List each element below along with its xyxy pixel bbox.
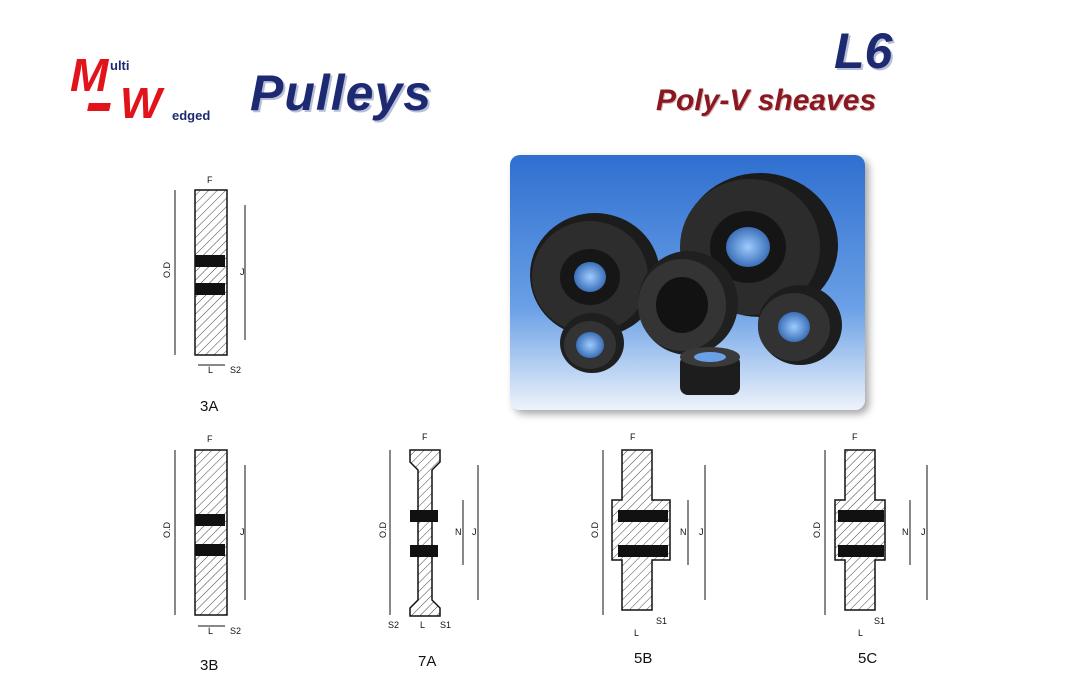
svg-text:J: J: [921, 527, 926, 537]
label-7a: 7A: [418, 653, 437, 670]
svg-text:F: F: [422, 432, 428, 442]
drawing-5b: F O.D N J S1 L: [590, 432, 706, 638]
svg-text:S1: S1: [440, 620, 451, 630]
svg-text:S2: S2: [388, 620, 399, 630]
svg-text:N: N: [902, 527, 909, 537]
drawing-7a: F O.D N J S2 L S1: [378, 432, 479, 630]
svg-text:F: F: [207, 434, 213, 444]
svg-text:N: N: [455, 527, 462, 537]
svg-text:L: L: [634, 628, 639, 638]
logo-wedged-text: edged: [172, 108, 211, 123]
label-3b: 3B: [200, 657, 219, 674]
logo-m-letter: M: [70, 49, 109, 101]
svg-text:J: J: [699, 527, 704, 537]
label-3a: 3A: [200, 398, 219, 415]
drawing-3a: F O.D J L S2: [162, 175, 246, 375]
svg-text:F: F: [852, 432, 858, 442]
dim-f: F: [207, 175, 213, 185]
svg-text:O.D: O.D: [590, 521, 600, 538]
drawing-5c: F O.D N J S1 L: [812, 432, 928, 638]
product-photo: [510, 155, 865, 410]
svg-text:S1: S1: [656, 616, 667, 626]
page-title: Pulleys: [250, 65, 433, 121]
series-code: L6: [834, 23, 893, 79]
label-5c: 5C: [858, 650, 878, 667]
label-5b: 5B: [634, 650, 653, 667]
svg-text:F: F: [630, 432, 636, 442]
svg-text:O.D: O.D: [378, 521, 388, 538]
svg-text:S2: S2: [230, 626, 241, 636]
svg-text:L: L: [208, 626, 213, 636]
drawing-3b: F O.D J L S2: [162, 434, 246, 636]
svg-text:O.D: O.D: [812, 521, 822, 538]
logo-w-letter: W: [120, 79, 162, 128]
svg-text:N: N: [680, 527, 687, 537]
dim-l: L: [208, 365, 213, 375]
dim-j: J: [240, 267, 245, 277]
dim-od: O.D: [162, 261, 172, 278]
svg-text:J: J: [240, 527, 245, 537]
svg-text:J: J: [472, 527, 477, 537]
logo-multi-text: ulti: [110, 58, 130, 73]
page-subtitle: Poly-V sheaves: [656, 84, 877, 117]
svg-text:L: L: [420, 620, 425, 630]
svg-text:S1: S1: [874, 616, 885, 626]
svg-text:L: L: [858, 628, 863, 638]
dim-s2: S2: [230, 365, 241, 375]
svg-text:O.D: O.D: [162, 521, 172, 538]
